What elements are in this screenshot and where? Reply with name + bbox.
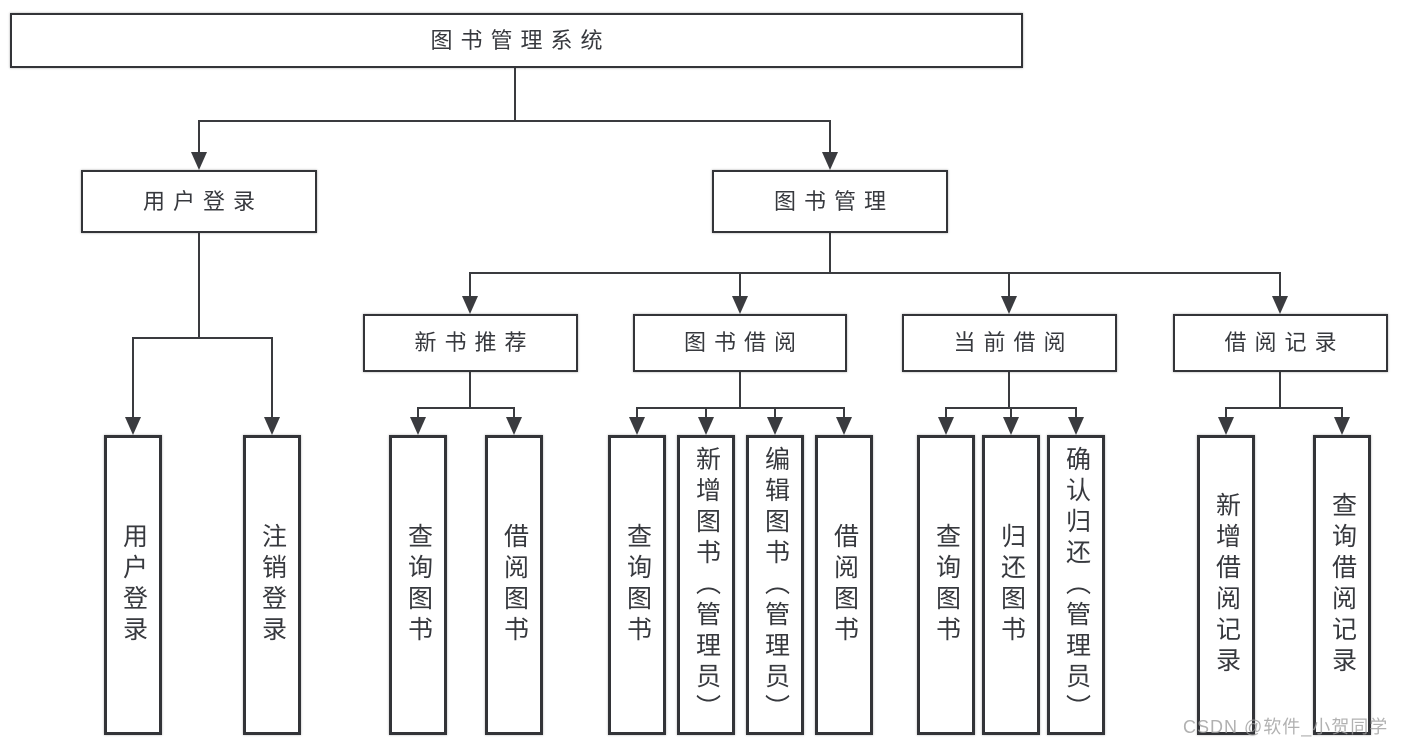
node-label: 图书管理系统 — [430, 27, 611, 53]
node-library-management-system: 图书管理系统 — [10, 13, 1023, 68]
node-book-borrowing: 图书借阅 — [633, 314, 847, 372]
csdn-watermark: CSDN @软件_小贺同学 — [1183, 717, 1389, 737]
leaf-query-books-2: 查询图书 — [608, 435, 666, 735]
leaf-add-book-admin: 新增图书（管理员） — [677, 435, 735, 735]
arrow-down-icon — [1272, 296, 1288, 314]
node-label: 借阅图书 — [500, 523, 529, 647]
node-label: 用户登录 — [119, 523, 148, 647]
connector-level3-branch — [470, 272, 1280, 274]
arrow-down-icon — [1001, 296, 1017, 314]
connector-drop — [705, 407, 707, 419]
node-label: 新增借阅记录 — [1212, 492, 1241, 678]
node-label: 图书借阅 — [683, 330, 804, 355]
connector-drop — [774, 407, 776, 419]
node-label: 归还图书 — [997, 523, 1026, 647]
arrow-down-icon — [264, 417, 280, 435]
connector-new-books-stem — [469, 372, 471, 407]
connector-borrow-records-branch — [1226, 407, 1342, 409]
leaf-query-books-1: 查询图书 — [389, 435, 447, 735]
leaf-return-books: 归还图书 — [982, 435, 1040, 735]
leaf-user-login: 用户登录 — [104, 435, 162, 735]
connector-book-management-stem — [829, 233, 831, 272]
leaf-query-borrow-record: 查询借阅记录 — [1313, 435, 1371, 735]
connector-borrow-records-stem — [1279, 372, 1281, 407]
arrow-down-icon — [822, 152, 838, 170]
node-label: 新增图书（管理员） — [692, 445, 721, 725]
connector-drop — [1075, 407, 1077, 419]
connector-drop — [1010, 407, 1012, 419]
connector-drop — [829, 120, 831, 154]
connector-drop — [132, 337, 134, 419]
node-book-management: 图书管理 — [712, 170, 948, 233]
connector-drop — [1279, 272, 1281, 298]
node-current-borrowing: 当前借阅 — [902, 314, 1117, 372]
node-label: 编辑图书（管理员） — [761, 445, 790, 725]
connector-level2-branch — [198, 120, 831, 122]
connector-book-borrow-branch — [637, 407, 844, 409]
leaf-query-books-3: 查询图书 — [917, 435, 975, 735]
node-label: 查询图书 — [404, 523, 433, 647]
connector-drop — [469, 272, 471, 298]
connector-current-borrow-stem — [1008, 372, 1010, 407]
arrow-down-icon — [698, 417, 714, 435]
node-label: 注销登录 — [258, 523, 287, 647]
connector-drop — [1341, 407, 1343, 419]
node-label: 查询图书 — [623, 523, 652, 647]
arrow-down-icon — [462, 296, 478, 314]
connector-drop — [739, 272, 741, 298]
connector-drop — [417, 407, 419, 419]
node-label: 查询借阅记录 — [1328, 492, 1357, 678]
connector-drop — [1225, 407, 1227, 419]
connector-root-stem — [514, 68, 516, 120]
arrow-down-icon — [1068, 417, 1084, 435]
leaf-edit-book-admin: 编辑图书（管理员） — [746, 435, 804, 735]
node-label: 查询图书 — [932, 523, 961, 647]
connector-drop — [945, 407, 947, 419]
leaf-logout: 注销登录 — [243, 435, 301, 735]
node-label: 图书管理 — [773, 188, 894, 214]
connector-drop — [513, 407, 515, 419]
arrow-down-icon — [1334, 417, 1350, 435]
arrow-down-icon — [1003, 417, 1019, 435]
connector-user-login-branch — [133, 337, 272, 339]
connector-book-borrow-stem — [739, 372, 741, 407]
leaf-borrow-books-1: 借阅图书 — [485, 435, 543, 735]
leaf-add-borrow-record: 新增借阅记录 — [1197, 435, 1255, 735]
arrow-down-icon — [629, 417, 645, 435]
node-new-book-recommendation: 新书推荐 — [363, 314, 578, 372]
arrow-down-icon — [938, 417, 954, 435]
leaf-confirm-return-admin: 确认归还（管理员） — [1047, 435, 1105, 735]
arrow-down-icon — [125, 417, 141, 435]
node-label: 当前借阅 — [953, 330, 1074, 355]
arrow-down-icon — [836, 417, 852, 435]
arrow-down-icon — [767, 417, 783, 435]
node-borrowing-records: 借阅记录 — [1173, 314, 1388, 372]
arrow-down-icon — [732, 296, 748, 314]
connector-new-books-branch — [418, 407, 514, 409]
connector-drop — [1008, 272, 1010, 298]
node-label: 借阅图书 — [830, 523, 859, 647]
arrow-down-icon — [410, 417, 426, 435]
node-label: 新书推荐 — [414, 330, 535, 355]
connector-drop — [271, 337, 273, 419]
node-label: 用户登录 — [142, 188, 263, 214]
node-label: 借阅记录 — [1224, 330, 1345, 355]
arrow-down-icon — [1218, 417, 1234, 435]
node-user-login: 用户登录 — [81, 170, 317, 233]
connector-drop — [843, 407, 845, 419]
node-label: 确认归还（管理员） — [1062, 445, 1091, 725]
connector-user-login-stem — [198, 233, 200, 337]
connector-drop — [198, 120, 200, 154]
arrow-down-icon — [191, 152, 207, 170]
arrow-down-icon — [506, 417, 522, 435]
connector-drop — [636, 407, 638, 419]
leaf-borrow-books-2: 借阅图书 — [815, 435, 873, 735]
